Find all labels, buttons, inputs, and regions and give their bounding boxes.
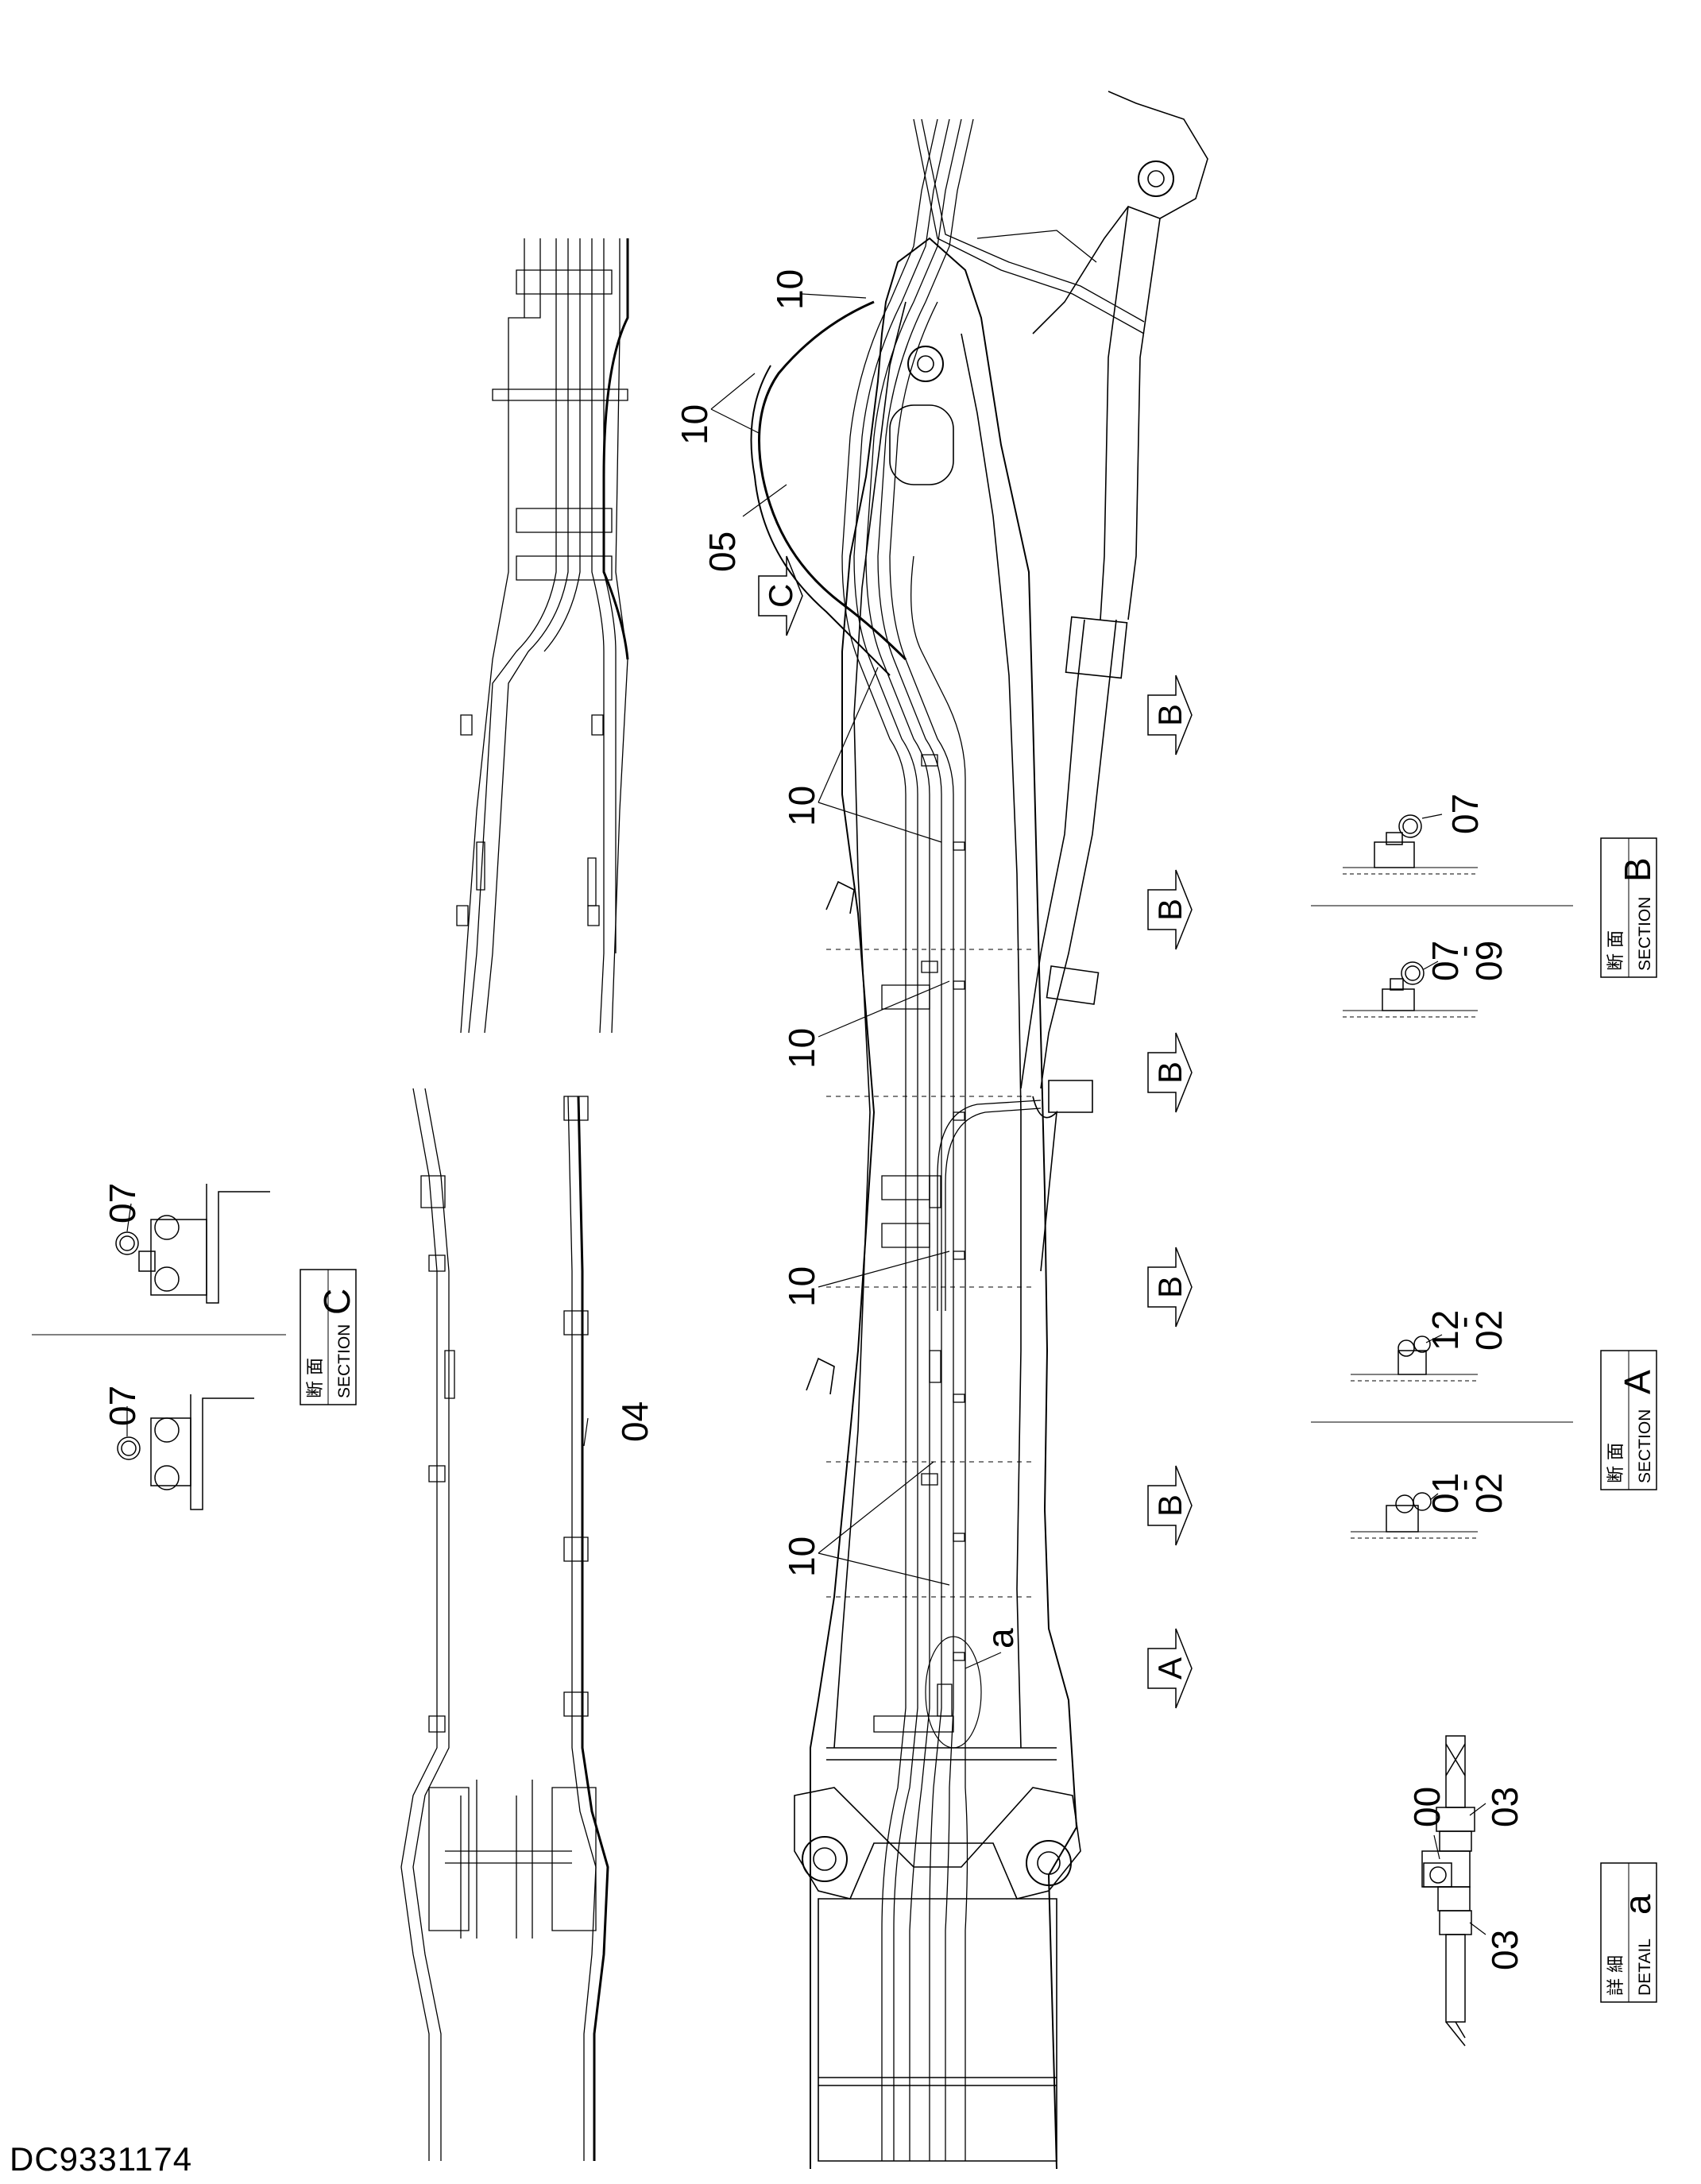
section-a-part-upper-dash: - <box>1442 1316 1483 1328</box>
label-10-mid3: 10 <box>781 1266 822 1307</box>
section-a-part-upper-a: 12 <box>1425 1310 1466 1351</box>
section-a-view <box>1311 1336 1657 1538</box>
section-c-view <box>32 1184 356 1509</box>
lug-upper <box>826 882 854 914</box>
arrow-b4 <box>1148 1247 1192 1327</box>
document-id: DC9331174 <box>10 2140 193 2178</box>
boom-inner-line-right <box>961 334 1021 1748</box>
hose-top-run-2 <box>922 119 1144 322</box>
hose-top-run <box>914 119 1144 334</box>
hose-05 <box>760 302 907 659</box>
arrow-c <box>759 556 802 636</box>
section-b-view <box>1311 815 1657 1017</box>
view-arrows <box>759 556 1192 1708</box>
section-a-part-lower-b: 02 <box>1468 1473 1510 1513</box>
label-04: 04 <box>614 1401 655 1442</box>
section-a-word: SECTION <box>1636 1409 1654 1483</box>
detail-a-part-03-lower: 03 <box>1484 1930 1525 1970</box>
arrow-b4-letter: B <box>1151 1276 1189 1298</box>
cylinder-hose-2 <box>945 1108 1041 1311</box>
clamp-marks <box>874 755 965 1732</box>
boom-outline <box>810 238 1077 2169</box>
section-a-kanji: 断 面 <box>1606 1443 1626 1483</box>
label-a: a <box>980 1628 1021 1649</box>
foot-pin-left <box>802 1837 847 1881</box>
section-lines <box>826 949 1033 1597</box>
arm-pin <box>1139 161 1173 196</box>
foot-pin-right-inner <box>1038 1852 1060 1874</box>
section-b-part-lower-a: 07 <box>1425 941 1466 981</box>
hose-05-outer <box>752 365 891 675</box>
boom-cylinder-port <box>1049 1080 1092 1112</box>
boom-cylinder-rod <box>1041 620 1116 1088</box>
arrow-b2 <box>1148 870 1192 949</box>
boom-inner-line <box>834 302 906 1748</box>
section-c-letter: C <box>316 1289 358 1315</box>
hose-top-run-3 <box>977 230 1096 262</box>
label-05: 05 <box>702 532 743 572</box>
section-b-word: SECTION <box>1636 897 1654 971</box>
section-a-part-lower-a: 01 <box>1425 1473 1466 1513</box>
arm-link <box>1128 218 1160 620</box>
section-a-letter: A <box>1617 1370 1658 1394</box>
arrow-b1 <box>1148 675 1192 755</box>
leader-lines <box>127 294 1486 1935</box>
detail-a-letter: a <box>1617 1894 1658 1915</box>
boom-foot-bracket <box>794 1788 1081 1899</box>
bundle-plan-view <box>457 238 628 1033</box>
boom-top-boss <box>890 405 953 485</box>
boom-top-pin-inner <box>918 356 934 372</box>
foot-pin-left-inner <box>814 1848 836 1870</box>
cylinder-hose <box>937 1100 1041 1311</box>
arm-link-2 <box>1100 207 1128 620</box>
arm-pin-inner <box>1148 171 1164 187</box>
lug-lower <box>806 1359 834 1394</box>
label-10-upper: 10 <box>674 404 715 445</box>
boom-cylinder-gland <box>1066 617 1127 678</box>
detail-a-callout-circle <box>925 1636 982 1749</box>
arrow-a-letter: A <box>1151 1657 1189 1680</box>
section-b-part-lower-b: 09 <box>1468 941 1510 981</box>
labels: 10 10 05 10 10 10 10 a 04 C B B B B B A … <box>102 269 1658 1996</box>
boom-top-pin <box>908 346 943 381</box>
arrow-b5-letter: B <box>1151 1494 1189 1517</box>
detail-a-part-03-upper: 03 <box>1484 1787 1525 1827</box>
boom-cylinder-head <box>1047 966 1099 1004</box>
arrow-b5 <box>1148 1466 1192 1545</box>
detail-a-view <box>1422 1736 1657 2046</box>
section-b-letter: B <box>1617 857 1658 882</box>
label-10-mid1: 10 <box>781 786 822 826</box>
arrow-b3-letter: B <box>1151 1061 1189 1084</box>
section-b-part-lower-dash: - <box>1442 945 1483 957</box>
boom-cylinder-bottom <box>1033 1096 1057 1271</box>
boom-foot-frame <box>818 1899 1057 2161</box>
section-b-kanji: 断 面 <box>1606 930 1626 971</box>
section-c-word: SECTION <box>335 1324 354 1398</box>
section-a-part-lower-dash: - <box>1442 1479 1483 1491</box>
label-10-top: 10 <box>769 269 810 310</box>
section-b-part-upper: 07 <box>1444 794 1486 834</box>
arrow-b2-letter: B <box>1151 899 1189 921</box>
label-10-lower: 10 <box>781 1537 822 1577</box>
label-10-mid2: 10 <box>781 1028 822 1069</box>
arm-bracket <box>1033 91 1208 334</box>
section-a-part-upper-b: 02 <box>1468 1310 1510 1351</box>
arrow-b3 <box>1148 1033 1192 1112</box>
side-view-hoses <box>401 1088 608 2161</box>
section-c-kanji: 断 面 <box>306 1358 326 1398</box>
arrow-b1-letter: B <box>1151 704 1189 726</box>
arrow-a <box>1148 1629 1192 1708</box>
section-c-part-lower: 07 <box>102 1386 143 1426</box>
main-boom-view <box>752 91 1208 2169</box>
detail-a-word: DETAIL <box>1636 1939 1654 1996</box>
section-c-part-upper: 07 <box>102 1183 143 1223</box>
arrow-c-letter: C <box>762 584 799 608</box>
detail-a-kanji: 詳 細 <box>1606 1955 1626 1996</box>
boom-cylinder-rod-2 <box>1021 620 1084 1088</box>
detail-a-part-00: 00 <box>1406 1787 1448 1827</box>
